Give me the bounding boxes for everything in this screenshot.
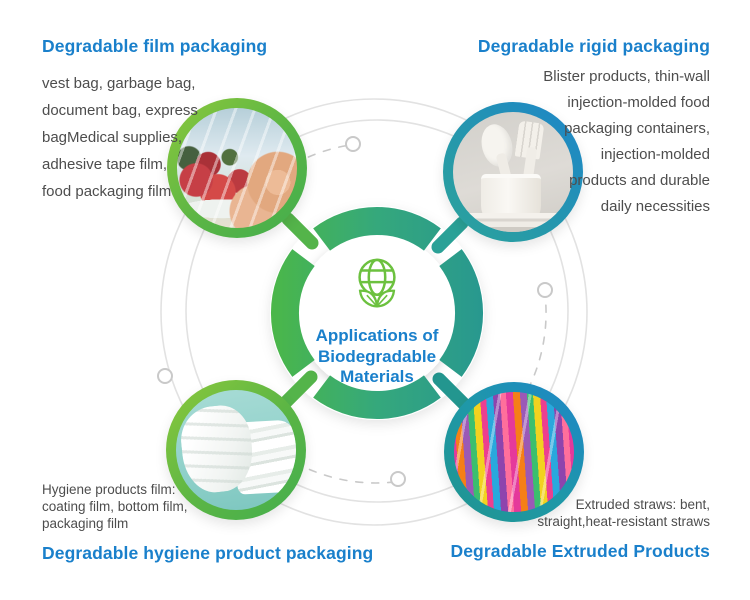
ring-arc-top (313, 207, 441, 251)
bubble-extruded-products (444, 382, 584, 522)
center-ring (271, 207, 483, 419)
section-extruded-products: Extruded straws: bent, straight,heat-res… (450, 496, 710, 562)
inner-decor-circle (185, 119, 569, 503)
bubble-hygiene-packaging (166, 380, 306, 520)
globe-leaf-icon (358, 258, 396, 308)
colorful-straws-photo (454, 392, 574, 512)
plates-shape (453, 212, 573, 232)
node-dot-left (157, 368, 173, 384)
body-extruded-products: Extruded straws: bent, straight,heat-res… (537, 497, 710, 529)
node-dot-right (537, 282, 553, 298)
plastic-wrapped-tomatoes-photo (177, 108, 297, 228)
section-rigid-packaging: Degradable rigid packaging Blister produ… (478, 36, 710, 220)
body-film-packaging: vest bag, garbage bag, document bag, exp… (42, 75, 198, 200)
ring-arc-left (271, 249, 315, 377)
disposable-tableware-photo (453, 112, 573, 232)
section-hygiene-packaging: Hygiene products film: coating film, bot… (42, 481, 373, 564)
ring-arc-right (439, 249, 483, 377)
body-hygiene-packaging: Hygiene products film: coating film, bot… (42, 482, 188, 531)
bubble-rigid-packaging (443, 102, 583, 242)
center-disc (298, 234, 456, 392)
tail-connector-bottom-right (432, 372, 470, 410)
center-label: Applications of Biodegradable Materials (287, 256, 467, 388)
heading-rigid-packaging: Degradable rigid packaging (477, 36, 710, 56)
node-dot-top (345, 136, 361, 152)
outer-decor-circle (160, 98, 588, 526)
section-film-packaging: Degradable film packaging vest bag, garb… (42, 36, 267, 205)
center-title: Applications of Biodegradable Materials (315, 326, 439, 386)
ring-arc-bottom (313, 375, 441, 419)
node-dot-bottom (390, 471, 406, 487)
bubble-film-packaging (167, 98, 307, 238)
body-rigid-packaging: Blister products, thin-wall injection-mo… (543, 68, 710, 215)
tail-connector-bottom-left (280, 370, 318, 408)
heading-extruded-products: Degradable Extruded Products (450, 541, 710, 561)
diapers-photo (176, 390, 296, 510)
heading-film-packaging: Degradable film packaging (42, 36, 268, 56)
tail-connector-top-left (281, 212, 319, 250)
heading-hygiene-packaging: Degradable hygiene product packaging (42, 543, 374, 563)
